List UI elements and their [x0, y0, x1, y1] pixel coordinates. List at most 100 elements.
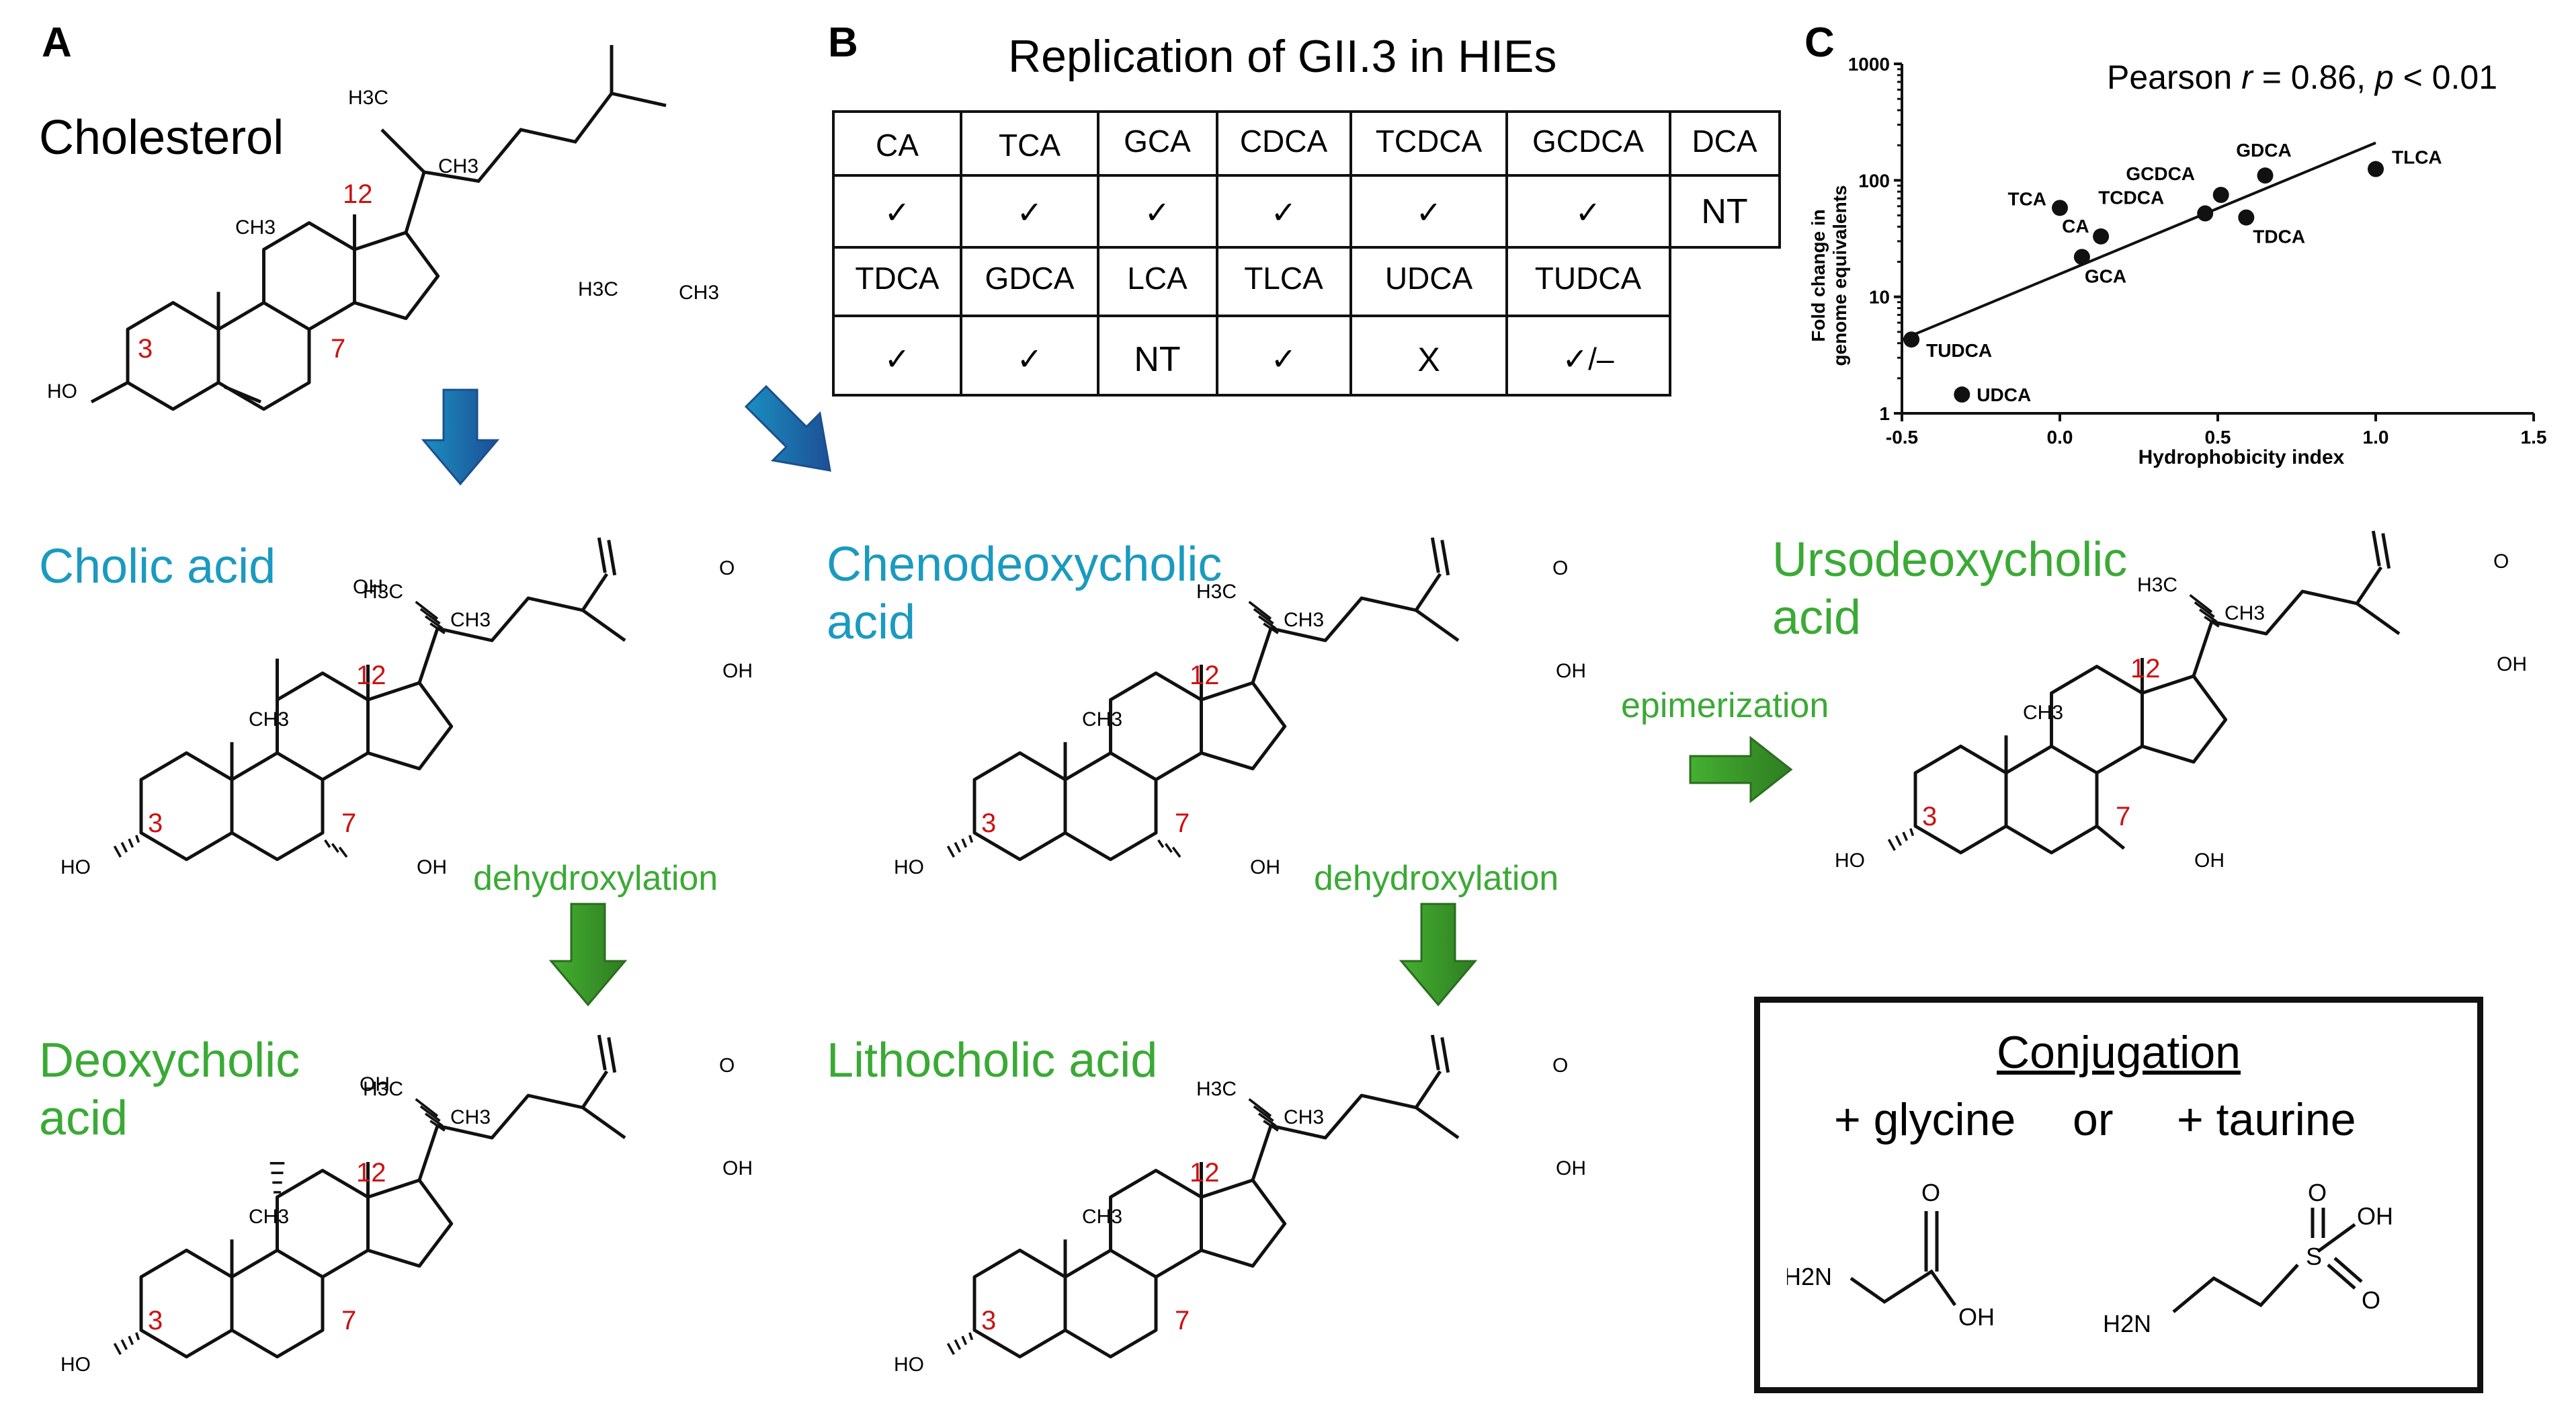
- data-label-tdca: TDCA: [2253, 226, 2305, 247]
- cell-r2-c5: ✓: [1416, 195, 1442, 230]
- y-tick-label: 10: [1869, 287, 1890, 308]
- cell-r2-c3: ✓: [1145, 195, 1171, 230]
- cell-r4-c3: NT: [1134, 340, 1180, 379]
- atom-oh-acid: OH: [1556, 1157, 1586, 1179]
- atom-oh-12: OH: [360, 1073, 390, 1095]
- atom-ch3-c19: CH3: [2023, 702, 2063, 724]
- data-point-ca: [2093, 228, 2110, 245]
- atom-o: O: [2493, 550, 2509, 573]
- atom-ho: HO: [894, 1354, 924, 1376]
- atom-o-glycine: O: [1921, 1179, 1940, 1206]
- carbon-3: 3: [1922, 802, 1937, 831]
- data-point-tudca: [1903, 331, 1920, 348]
- carbon-3: 3: [138, 334, 153, 364]
- cell-r3-c5: UDCA: [1385, 261, 1473, 296]
- cell-r1-c4: CDCA: [1240, 124, 1328, 159]
- carbon-12: 12: [2130, 654, 2161, 683]
- label-or: or: [2073, 1094, 2114, 1145]
- structure-ursodeoxycholic-acid: H3C O OH CH3 CH3 HO OH 3 7 12: [1835, 524, 2527, 872]
- atom-o: O: [1552, 1054, 1568, 1077]
- cell-r2-c1: ✓: [884, 195, 911, 230]
- name-chenodeoxycholic-acid-line2: acid: [827, 595, 916, 649]
- cell-r3-c3: LCA: [1127, 261, 1188, 296]
- data-label-tlca: TLCA: [2392, 147, 2442, 168]
- regression-line: [1901, 141, 2376, 341]
- fit-line: [1901, 141, 2376, 341]
- label-dehydroxylation-left: dehydroxylation: [473, 859, 718, 898]
- atom-oh-12: OH: [353, 576, 383, 598]
- panel-label-c: C: [1804, 19, 1835, 66]
- conjugation-title: Conjugation: [1997, 1027, 2241, 1078]
- label-epimerization: epimerization: [1621, 686, 1829, 725]
- atom-oh-7: OH: [417, 856, 447, 878]
- carbon-7: 7: [1175, 808, 1190, 838]
- conjugation-structures: H2N O OH H2N S O OH O: [1787, 1179, 2393, 1337]
- data-label-tca: TCA: [2007, 188, 2046, 209]
- name-ursodeoxycholic-acid-line1: Ursodeoxycholic: [1772, 533, 2128, 587]
- carbon-12: 12: [356, 661, 386, 690]
- carbon-3: 3: [981, 1306, 996, 1335]
- atom-h2n-taurine: H2N: [2103, 1310, 2151, 1337]
- data-label-tudca: TUDCA: [1926, 340, 1992, 361]
- data-label-ca: CA: [2062, 216, 2089, 237]
- cell-r4-c6: ✓/–: [1563, 341, 1614, 376]
- atom-ch3-c18: CH3: [1284, 609, 1324, 631]
- x-tick-label: 0.5: [2205, 427, 2231, 448]
- atom-o-taurine-1: O: [2308, 1179, 2327, 1206]
- atom-oh-glycine: OH: [1958, 1303, 1995, 1331]
- atom-oh-acid: OH: [722, 1157, 753, 1179]
- atom-h3c: H3C: [363, 1078, 403, 1100]
- label-dehydroxylation-right: dehydroxylation: [1314, 859, 1559, 898]
- data-label-gca: GCA: [2085, 265, 2126, 286]
- name-cholesterol: Cholesterol: [39, 111, 284, 165]
- carbon-7: 7: [1175, 1306, 1190, 1335]
- carbon-7: 7: [341, 808, 356, 838]
- name-ursodeoxycholic-acid-line2: acid: [1772, 591, 1862, 645]
- chart-annotation: Pearson r = 0.86, p < 0.01: [2107, 58, 2497, 96]
- cell-r4-c5: X: [1417, 341, 1440, 378]
- atom-ho: HO: [1835, 849, 1865, 872]
- structure-lithocholic-acid: H3C O OH CH3 CH3 HO 3 7 12: [894, 1028, 1586, 1376]
- data-point-tlca: [2368, 161, 2384, 177]
- atom-ch3-c19: CH3: [249, 1206, 289, 1228]
- data-point-tca: [2052, 200, 2068, 216]
- atom-oh-acid: OH: [722, 660, 753, 682]
- data-label-tcdca: TCDCA: [2098, 188, 2164, 208]
- cell-r4-c1: ✓: [884, 341, 911, 376]
- atom-ch3-c19: CH3: [1082, 708, 1122, 731]
- cell-r2-c4: ✓: [1271, 195, 1297, 230]
- data-label-gcdca: GCDCA: [2126, 163, 2195, 184]
- y-tick-label: 1000: [1848, 54, 1890, 75]
- carbon-7: 7: [331, 334, 345, 364]
- label-glycine: + glycine: [1834, 1094, 2016, 1145]
- atom-ch3-c18: CH3: [2225, 602, 2265, 624]
- arrow-down-blue-left: [421, 388, 500, 486]
- name-chenodeoxycholic-acid-line1: Chenodeoxycholic: [827, 538, 1222, 591]
- atom-ch3: CH3: [679, 282, 719, 304]
- y-axis-label-line1: Fold change in: [1808, 209, 1829, 342]
- atom-o: O: [719, 557, 735, 579]
- atom-oh-acid: OH: [2497, 653, 2527, 675]
- cell-r1-c5: TCDCA: [1376, 124, 1483, 159]
- carbon-3: 3: [148, 1306, 163, 1335]
- panel-label-a: A: [42, 19, 72, 66]
- x-tick-label: 1.0: [2363, 427, 2389, 448]
- data-point-tdca: [2238, 209, 2255, 226]
- data-point-gdca: [2257, 167, 2274, 184]
- atom-ch3-c18: CH3: [1284, 1106, 1324, 1128]
- cell-r4-c4: ✓: [1271, 341, 1297, 376]
- atom-ch3-c19: CH3: [235, 216, 276, 239]
- cell-r1-c2: TCA: [999, 128, 1061, 163]
- atom-h3c: H3C: [363, 581, 403, 603]
- atom-h3c: H3C: [348, 87, 388, 109]
- atom-ho: HO: [47, 380, 77, 403]
- cell-r3-c1: TDCA: [855, 261, 940, 296]
- data-label-gdca: GDCA: [2236, 140, 2291, 161]
- data-point-gcdca: [2212, 186, 2229, 203]
- conjugation-box: Conjugation + glycine or + taurine H2N O…: [1754, 997, 2483, 1393]
- name-deoxycholic-acid-line2: acid: [39, 1091, 128, 1145]
- carbon-3: 3: [148, 808, 163, 838]
- atom-ch3-c19: CH3: [249, 708, 289, 731]
